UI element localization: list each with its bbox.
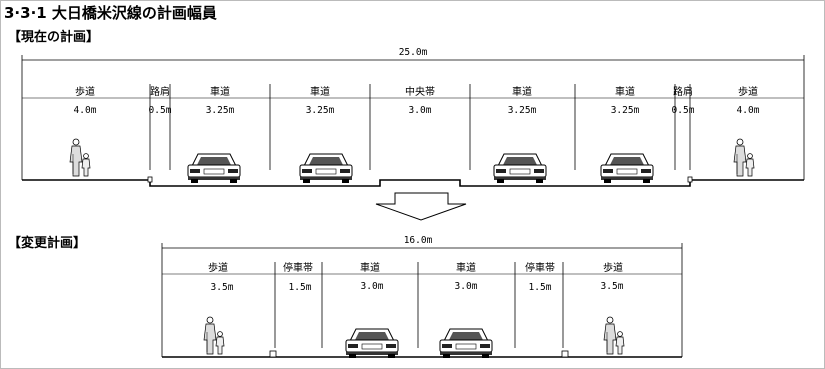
changed-width-0: 3.5m — [211, 282, 234, 293]
current-width-5: 3.25m — [508, 105, 537, 116]
current-label-7: 路肩 — [673, 85, 693, 98]
pedestrians-icon — [69, 138, 91, 177]
current-section-dividers — [149, 84, 691, 170]
current-width-7: 0.5m — [672, 105, 695, 116]
current-label-1: 路肩 — [150, 85, 170, 98]
car-icon — [493, 153, 547, 184]
pedestrians-icon — [603, 316, 625, 355]
current-label-2: 車道 — [210, 85, 230, 98]
figure-title: 3·3·1 大日橋米沢線の計画幅員 — [4, 4, 217, 22]
changed-width-3: 3.0m — [455, 281, 478, 292]
changed-label-4: 停車帯 — [525, 261, 555, 274]
car-icon — [187, 153, 241, 184]
current-width-0: 4.0m — [74, 105, 97, 116]
current-width-2: 3.25m — [206, 105, 235, 116]
car-icon — [299, 153, 353, 184]
current-plan-heading: 【現在の計画】 — [8, 30, 100, 45]
current-width-3: 3.25m — [306, 105, 335, 116]
changed-label-0: 歩道 — [208, 261, 228, 274]
current-width-6: 3.25m — [611, 105, 640, 116]
current-label-8: 歩道 — [738, 85, 758, 98]
changed-label-2: 車道 — [360, 261, 380, 274]
current-width-1: 0.5m — [149, 105, 172, 116]
changed-width-5: 3.5m — [601, 281, 624, 292]
current-width-8: 4.0m — [737, 105, 760, 116]
down-arrow-icon — [375, 192, 467, 221]
current-plan-section: 25.0m 歩道 4.0m 路肩 0.5m 車道 3.25m 車道 3.25m … — [21, 47, 805, 187]
changed-plan-section: 16.0m 歩道 3.5m 停車帯 1.5m 車道 3.0m 車道 3.0m 停… — [161, 235, 683, 359]
car-icon — [600, 153, 654, 184]
current-label-5: 車道 — [512, 85, 532, 98]
changed-label-1: 停車帯 — [283, 261, 313, 274]
current-road-surface — [22, 179, 804, 187]
changed-total-width: 16.0m — [404, 235, 433, 246]
changed-plan-heading: 【変更計画】 — [8, 236, 87, 251]
current-total-width: 25.0m — [399, 47, 428, 58]
pedestrians-icon — [733, 138, 755, 177]
pedestrians-icon — [203, 316, 225, 355]
current-label-4: 中央帯 — [405, 85, 435, 98]
changed-label-3: 車道 — [456, 261, 476, 274]
changed-width-1: 1.5m — [289, 282, 312, 293]
current-label-6: 車道 — [615, 85, 635, 98]
current-label-0: 歩道 — [75, 85, 95, 98]
changed-width-4: 1.5m — [529, 282, 552, 293]
changed-section-dividers — [274, 262, 564, 348]
changed-width-2: 3.0m — [361, 281, 384, 292]
current-label-3: 車道 — [310, 85, 330, 98]
car-icon — [439, 328, 493, 359]
current-width-4: 3.0m — [409, 105, 432, 116]
changed-label-5: 歩道 — [603, 261, 623, 274]
car-icon — [345, 328, 399, 359]
